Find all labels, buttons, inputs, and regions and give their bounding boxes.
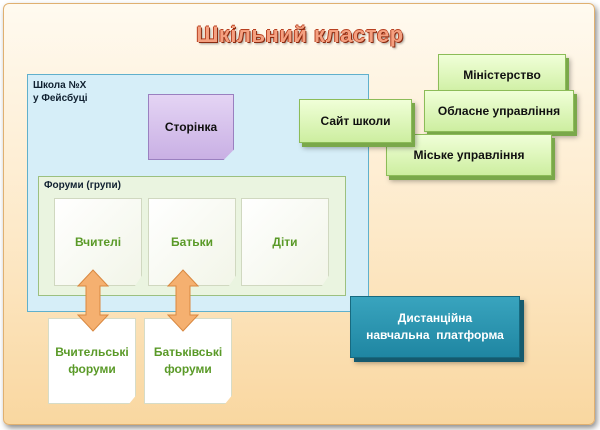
school-site-box: Сайт школи	[299, 99, 412, 143]
diagram-title: Шкільний кластер	[196, 22, 404, 47]
school-label-line1: Школа №Х	[33, 80, 87, 91]
parent-forums-line2: форуми	[164, 362, 212, 376]
regional-office-box: Обласне управління	[424, 90, 574, 132]
double-arrow-parents	[166, 269, 200, 332]
teacher-forums-line2: форуми	[68, 362, 116, 376]
parent-forums-note: Батьківські форуми	[144, 318, 232, 404]
distance-platform-box: Дистанційна навчальна платформа	[350, 296, 520, 358]
distance-platform-line1: Дистанційна	[397, 311, 473, 325]
city-office-box: Міське управління	[386, 134, 552, 176]
distance-platform-line2: навчальна платформа	[366, 328, 504, 342]
forum-parents-note: Батьки	[148, 198, 236, 286]
teacher-forums-note: Вчительські форуми	[48, 318, 136, 404]
ministry-box: Міністерство	[438, 54, 566, 96]
page-note: Сторінка	[148, 94, 234, 160]
double-arrow-teachers	[76, 269, 110, 332]
forums-label: Форуми (групи)	[44, 180, 121, 191]
forum-teachers-note: Вчителі	[54, 198, 142, 286]
parent-forums-line1: Батьківські	[153, 345, 223, 359]
school-label-line2: у Фейсбуці	[33, 93, 88, 104]
school-label: Школа №Х у Фейсбуці	[33, 79, 88, 105]
forum-children-note: Діти	[241, 198, 329, 286]
teacher-forums-line1: Вчительські	[55, 345, 129, 359]
